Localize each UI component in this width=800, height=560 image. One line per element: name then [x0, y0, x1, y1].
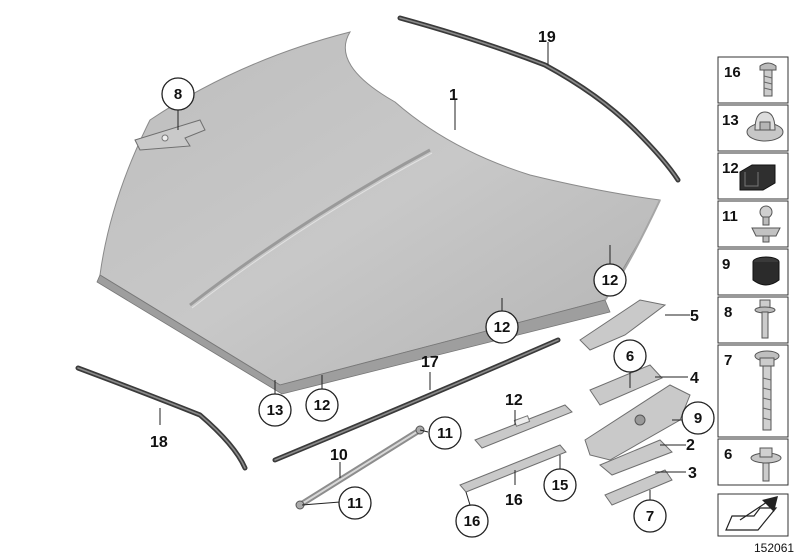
callout-16a: 15	[552, 477, 569, 494]
hinge-2	[584, 384, 691, 476]
callout-3: 3	[688, 465, 697, 482]
callout-12c: 12	[314, 397, 331, 414]
callout-5: 5	[690, 308, 699, 325]
callout-4: 4	[690, 370, 699, 387]
arrow-icon	[725, 496, 778, 531]
callout-10: 10	[330, 447, 348, 464]
plate-3	[604, 469, 673, 506]
plate-5	[579, 299, 667, 351]
callout-1: 1	[449, 87, 458, 104]
callout-13: 13	[267, 402, 284, 419]
clip-icon	[746, 111, 784, 142]
bracket-8	[134, 119, 206, 151]
callout-16b: 16	[464, 513, 481, 530]
seal-19	[397, 15, 681, 183]
rubber-buffer-icon	[752, 256, 780, 286]
legend-11-number: 11	[722, 208, 738, 225]
profile-clip-icon	[739, 164, 776, 191]
seal-18	[75, 365, 248, 471]
long-bolt-icon	[754, 350, 780, 431]
callout-9: 9	[694, 410, 702, 427]
callout-2: 2	[686, 437, 695, 454]
callout-19: 19	[538, 29, 556, 46]
callouts-plain: 1 2 3 4 5 10 12 16 17 18 19	[150, 29, 699, 509]
callout-8: 8	[174, 86, 182, 103]
gas-strut-10	[295, 425, 425, 510]
bolt-icon	[754, 299, 776, 339]
diagram-id: 152061	[754, 541, 794, 555]
callout-15: 16	[505, 492, 523, 509]
callout-12a: 12	[602, 272, 619, 289]
leader-lines	[159, 42, 690, 506]
legend-6-number: 6	[724, 446, 732, 463]
legend-12-number: 12	[722, 160, 739, 177]
legend-7-number: 7	[724, 352, 732, 369]
legend-9-number: 9	[722, 256, 730, 273]
bracket-15	[459, 444, 567, 493]
callout-6: 6	[626, 348, 634, 365]
bracket-14	[474, 404, 573, 449]
ball-stud-icon	[751, 205, 781, 243]
legend-16-number: 16	[724, 64, 741, 81]
seal-17	[272, 337, 561, 463]
washer-screw-icon	[750, 447, 782, 482]
callout-18: 18	[150, 434, 168, 451]
legend-13-number: 13	[722, 112, 739, 129]
parts-legend: 16 13 12 11 9	[717, 56, 789, 537]
callouts-circled: 8 12 12 12 13 6 9 7 11 11 15 16	[161, 77, 715, 538]
callout-11b: 11	[347, 495, 363, 512]
callout-12b: 12	[494, 319, 511, 336]
callout-11a: 11	[437, 425, 453, 442]
legend-8-number: 8	[724, 304, 732, 321]
callout-7: 7	[646, 508, 654, 525]
callout-17: 17	[421, 354, 439, 371]
screw-icon	[759, 62, 777, 97]
callout-14: 12	[505, 392, 523, 409]
